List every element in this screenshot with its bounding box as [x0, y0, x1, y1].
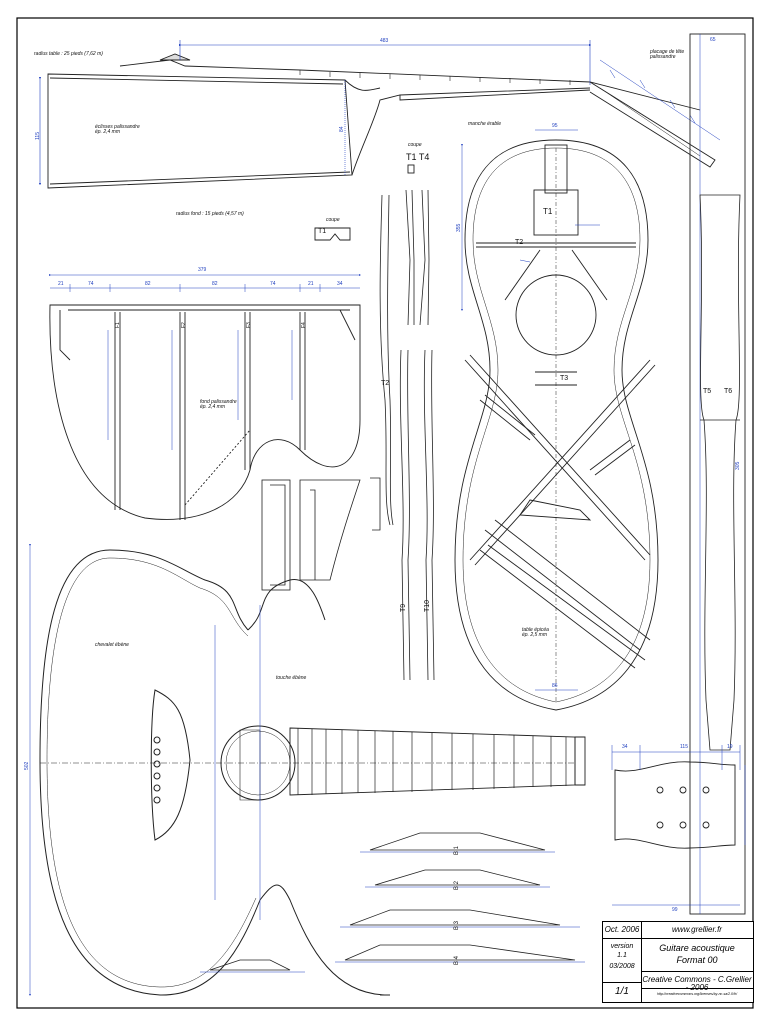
label-bridge: chevalet ébène	[95, 642, 129, 648]
label-sides-wood: éclisses palissandre ép. 2,4 mm	[95, 124, 140, 135]
dim-back-seg-4: 82	[212, 281, 218, 287]
tag-t6: T6	[724, 388, 733, 395]
back-view	[49, 304, 361, 520]
title-date: Oct. 2006	[604, 925, 640, 934]
dim-neck-length: 305	[735, 461, 741, 470]
tag-t2-profile: T2	[381, 380, 390, 387]
kerfing-details	[261, 477, 381, 591]
tag-b4: B 4	[454, 955, 460, 965]
dim-headstock-bottom: 99	[672, 907, 678, 913]
dim-headstock-w1: 34	[622, 744, 628, 750]
label-coupe-2: coupe	[408, 142, 422, 148]
title-website: www.grellier.fr	[672, 925, 722, 934]
dim-back-seg-3: 82	[145, 281, 151, 287]
tag-f2: F2	[181, 322, 187, 328]
tag-b1: B 1	[454, 845, 460, 855]
neck-top-view	[689, 33, 746, 915]
dimension-lines-top	[38, 40, 592, 186]
dim-sides-height: 115	[35, 132, 41, 140]
top-dimensions	[461, 129, 600, 691]
dim-back-seg-1: 21	[58, 281, 64, 287]
title-version-number: 1.1	[617, 952, 627, 959]
headstock-top-dims	[611, 745, 746, 906]
title-license-url: http://creativecommons.org/licenses/by-n…	[656, 992, 738, 996]
dim-body-height: 502	[24, 761, 30, 770]
dim-headstock-side: 65	[710, 37, 716, 43]
front-dimensions	[29, 544, 575, 996]
tag-coupe-t1-t4: T1 T4	[406, 152, 430, 162]
tag-b2: B 2	[454, 880, 460, 890]
label-coupe-1: coupe	[326, 217, 340, 223]
dim-lower-width: 355	[456, 223, 462, 232]
title-block-left: Oct. 2006 version 1.1 03/2008 1/1	[603, 922, 642, 1002]
title-subtitle: Format 00	[676, 955, 718, 965]
neck-profile-strip	[699, 194, 741, 751]
label-radius-top: radius table : 25 pieds (7,62 m)	[34, 51, 103, 57]
sides-side-view	[47, 53, 701, 189]
title-version-date: 03/2008	[609, 963, 635, 970]
label-top-wood: table épicéa ép. 2,5 mm	[522, 627, 549, 638]
fret-ticks-top	[299, 70, 571, 85]
tag-f1: F1	[115, 322, 121, 328]
tag-t5: T5	[703, 388, 712, 395]
label-radius-back: radius fond : 15 pieds (4,57 m)	[176, 211, 244, 217]
dim-headstock-w3: 19	[727, 744, 733, 750]
label-fingerboard: touche ébène	[276, 675, 307, 681]
label-neck-wood: manche érable	[468, 121, 502, 127]
bridge-dims	[200, 851, 585, 973]
title-block-right: www.grellier.fr Guitare acoustique Forma…	[641, 922, 753, 1002]
dim-soundhole: 86	[552, 683, 558, 689]
bridge-profiles	[209, 832, 576, 971]
label-headstock-plate: placage de tête palissandre	[650, 49, 685, 60]
dim-total-length: 483	[380, 38, 389, 44]
dim-back-seg-7: 34	[337, 281, 343, 287]
title-version-label: version	[610, 943, 634, 950]
headstock-side-view	[589, 81, 716, 168]
top-bracing-view	[454, 139, 659, 711]
frets	[297, 728, 567, 795]
tag-t9: T9	[400, 603, 407, 612]
tag-t1-coupe: T1	[318, 228, 327, 235]
brace-profiles	[379, 189, 435, 681]
dim-back-seg-6: 21	[308, 281, 314, 287]
dim-headstock-w2: 115	[680, 744, 688, 750]
headstock-top-view	[614, 761, 736, 849]
section-coupe	[314, 164, 415, 241]
dim-upper-width: 95	[552, 123, 558, 129]
tag-t2: T2	[515, 239, 524, 246]
fretboard-neck	[289, 727, 586, 796]
title-license: Creative Commons - C.Grellier - 2006	[642, 975, 752, 992]
tag-f4: F4	[301, 322, 307, 328]
dim-side-height-2: 84	[339, 126, 345, 132]
dim-back-seg-2: 74	[88, 281, 94, 287]
title-main: Guitare acoustique	[659, 943, 735, 953]
dim-back-width: 379	[198, 267, 207, 273]
tag-t3: T3	[560, 375, 569, 382]
dim-back-seg-5: 74	[270, 281, 276, 287]
tag-f3: F3	[246, 322, 252, 328]
sheet-border	[16, 17, 754, 1009]
label-back-wood: fond palissandre ép. 2,4 mm	[200, 399, 237, 410]
tag-t1: T1	[543, 207, 553, 216]
tag-b3: B 3	[454, 920, 460, 930]
tag-t10: T10	[424, 599, 431, 612]
back-dimensions	[49, 274, 361, 450]
title-sheet: 1/1	[615, 986, 629, 997]
title-block: Oct. 2006 version 1.1 03/2008 1/1 www.gr…	[602, 921, 754, 1003]
